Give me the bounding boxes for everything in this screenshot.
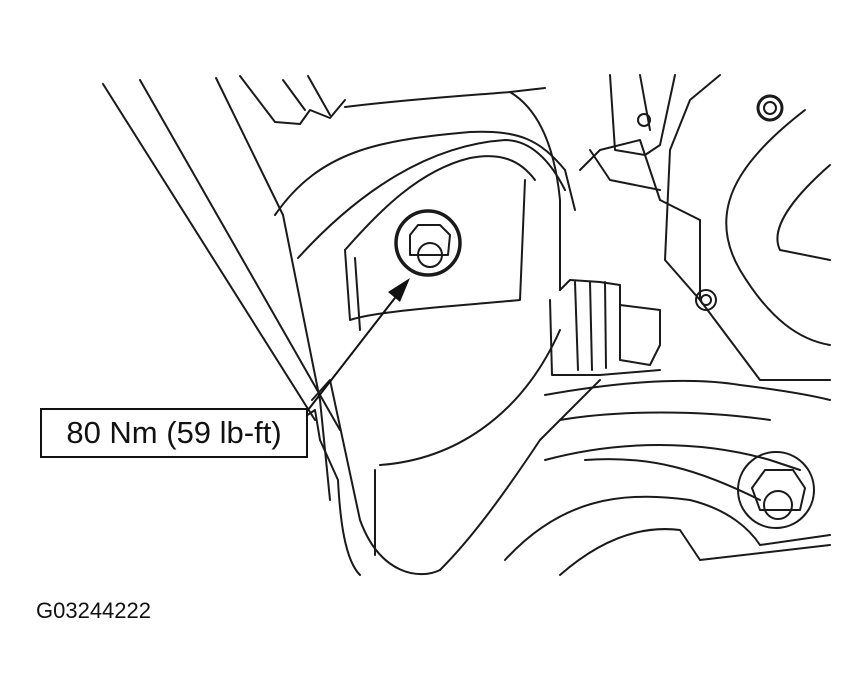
plate-outline <box>589 149 661 191</box>
connector <box>574 281 579 371</box>
small-bolt <box>637 113 651 127</box>
lower-bolt-center <box>763 490 793 520</box>
frame-line <box>307 75 331 116</box>
small-bolt <box>756 94 784 122</box>
body-contour <box>559 411 771 421</box>
body-contour <box>344 155 536 251</box>
body-contour <box>379 329 561 466</box>
connector <box>604 281 607 369</box>
torque-label: 80 Nm (59 lb-ft) <box>66 415 282 450</box>
body-contour <box>311 379 441 576</box>
plate-outline <box>639 74 651 131</box>
main-bolt-hex <box>409 224 451 256</box>
lower-bolt <box>737 451 815 529</box>
body-contour <box>759 534 831 546</box>
body-contour <box>559 528 831 576</box>
body-contour <box>584 458 761 501</box>
small-bolt <box>700 294 712 306</box>
body-contour <box>274 130 576 216</box>
plate-outline <box>579 139 701 221</box>
plate-outline <box>776 164 831 261</box>
body-contour <box>297 139 566 259</box>
lower-bolt-hex <box>751 469 806 511</box>
body-contour <box>544 379 831 401</box>
connector <box>549 299 661 376</box>
pocket-outline <box>344 179 526 321</box>
pocket-outline <box>354 257 361 331</box>
torque-callout: 80 Nm (59 lb-ft) <box>40 408 308 458</box>
frame-line <box>139 79 341 431</box>
body-contour <box>544 444 801 471</box>
main-bolt <box>394 209 462 277</box>
body-contour <box>344 87 546 108</box>
plate-outline <box>664 74 831 381</box>
frame-line <box>102 83 316 421</box>
small-bolt <box>695 289 717 311</box>
body-contour <box>504 495 761 561</box>
arrow-head-icon <box>388 278 410 302</box>
body-contour <box>439 379 601 571</box>
connector <box>589 281 593 371</box>
body-contour <box>299 409 361 576</box>
body-contour <box>509 91 561 291</box>
leader-line <box>307 284 406 411</box>
figure-id: G03244222 <box>36 598 151 623</box>
frame-line <box>239 75 346 125</box>
plate-outline <box>725 109 831 346</box>
connector <box>559 279 661 366</box>
plate-outline <box>609 74 676 156</box>
main-bolt-center <box>417 242 443 268</box>
frame-line <box>282 79 306 111</box>
small-bolt <box>763 101 777 115</box>
